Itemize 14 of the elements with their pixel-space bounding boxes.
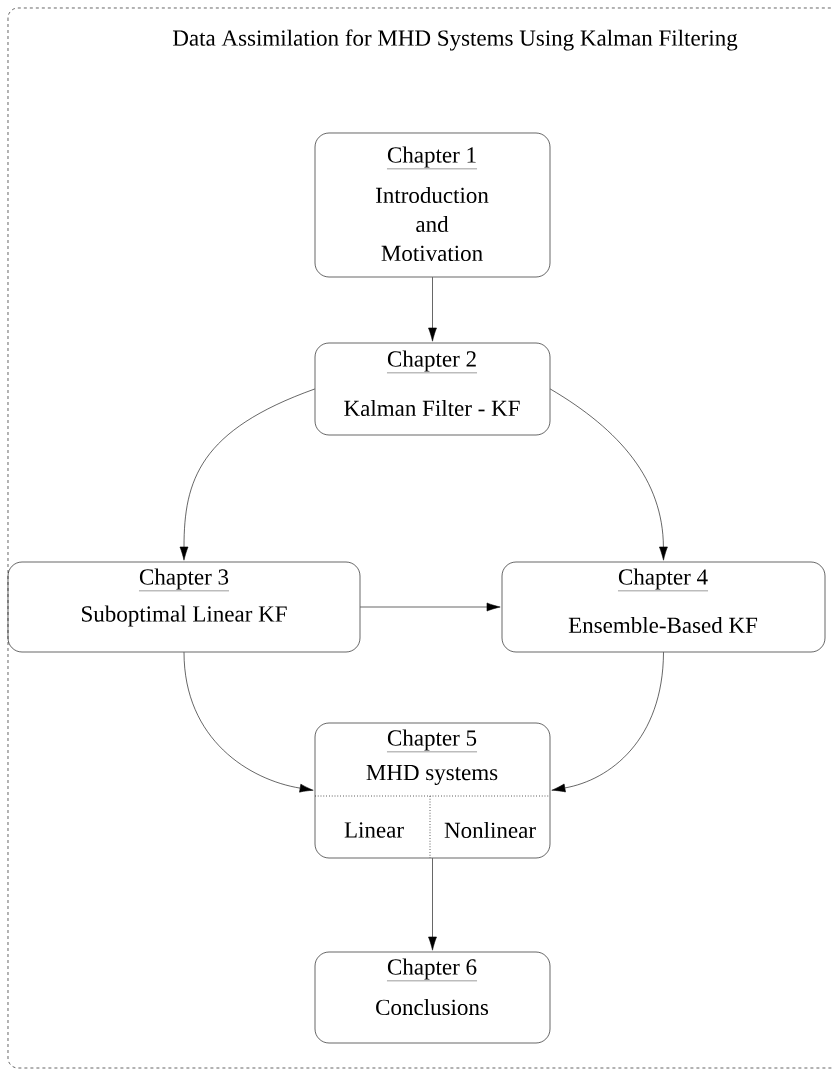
arrow: [428, 858, 437, 951]
chapter-box: Chapter 5 MHD systems Linear Nonlinear: [314, 722, 551, 859]
title: Data Assimilation for MHD Systems Using Kalman Filtering: [172, 29, 738, 51]
arrow: [551, 652, 664, 793]
chapter-box: Chapter 3 Suboptimal Linear KF: [7, 561, 361, 653]
arrow: [179, 388, 315, 561]
arrow: [360, 602, 501, 612]
arrow: [183, 652, 314, 793]
chapter-box: Chapter 1 Introduction and Motivation: [314, 132, 551, 278]
arrow: [550, 388, 668, 561]
arrow: [428, 277, 437, 342]
chapter-box: Chapter 2 Kalman Filter - KF: [314, 342, 551, 436]
chapter-box: Chapter 6 Conclusions: [314, 951, 551, 1044]
chapter-box: Chapter 4 Ensemble-Based KF: [501, 561, 826, 653]
